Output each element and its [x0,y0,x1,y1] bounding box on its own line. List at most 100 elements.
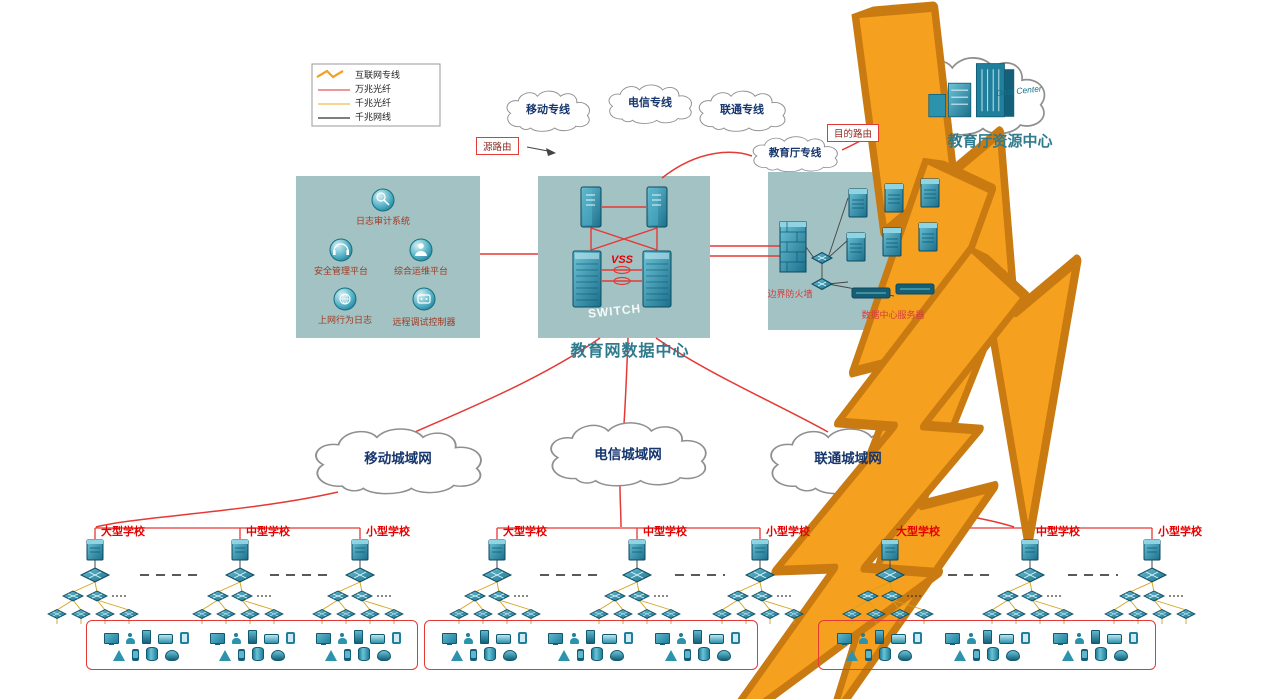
disk-icon [165,649,179,661]
device-cluster [548,629,634,661]
legend-label-1g-fiber: 千兆光纤 [355,98,392,108]
tower-pc-icon [1090,629,1100,644]
dc-server [918,222,938,252]
phone-icon [238,648,245,661]
ops-platform-icon [409,238,433,262]
person-icon [125,632,135,644]
behavior-log-label: 上网行为日志 [317,315,372,325]
legend-label-10g-fiber: 万兆光纤 [355,84,392,94]
dc-server [848,188,868,218]
device-row-bottom [655,646,740,661]
dc-server [920,178,940,208]
school-devices-box-2 [424,620,758,670]
edu-resource-center-caption: 教育厅资源中心 [947,134,1053,150]
vss-label: VSS [610,254,633,266]
school-trees [47,539,1196,625]
school-tree-medium-1 [192,539,284,625]
person-icon [337,632,347,644]
tablet-icon [912,631,922,644]
tablet-icon [179,631,189,644]
device-row-bottom [837,646,922,661]
core-switch-2 [642,250,672,308]
school-tree-large-1 [47,539,139,625]
tower-pc-icon [353,629,363,644]
tablet-icon [1128,631,1138,644]
disk-icon [377,649,391,661]
device-cluster [836,629,922,661]
tower-pc-icon [693,629,703,644]
core-router-2 [646,186,668,228]
printer-icon [890,633,906,644]
printer-icon [602,633,618,644]
device-cluster [209,629,295,661]
device-row-top [1052,629,1138,645]
school-label-large-1: 大型学校 [101,526,145,538]
school-label-medium-1: 中型学校 [246,526,290,538]
disk-icon [716,649,731,661]
monitor-icon [1052,632,1068,645]
school-tree-large-2 [449,539,541,625]
device-row-bottom [442,646,527,661]
phone-icon [344,648,351,661]
monitor-icon [655,632,671,645]
school-tree-small-1 [312,539,404,625]
wifi-icon [1062,649,1074,661]
device-row-top [315,629,401,645]
wifi-icon [325,649,337,661]
person-icon [858,632,868,644]
tablet-icon [1020,631,1030,644]
device-row-bottom [548,646,633,661]
printer-icon [1106,633,1122,644]
printer-icon [709,633,725,644]
storage-icon [987,646,999,661]
school-label-small-2: 小型学校 [766,526,810,538]
cloud-label-telecom-line: 电信专线 [628,97,672,109]
storage-icon [252,646,264,661]
device-row-top [103,629,189,645]
monitor-icon [836,632,852,645]
cloud-label-telecom-man: 电信城域网 [594,447,662,462]
tower-pc-icon [141,629,151,644]
wifi-icon [954,649,966,661]
legend-box [311,63,441,127]
disk-icon [271,649,285,661]
person-icon [966,632,976,644]
device-cluster [655,629,741,661]
device-cluster [1052,629,1138,661]
wifi-icon [846,649,858,661]
core-devices [572,186,672,308]
person-icon [463,632,473,644]
device-row-bottom [104,646,189,661]
storage-icon [879,646,891,661]
dc-server [882,227,902,257]
device-row-top [944,629,1030,645]
tower-pc-icon [874,629,884,644]
tablet-icon [624,631,634,644]
border-firewall [779,221,807,273]
phone-icon [683,648,691,661]
dc-server [846,232,866,262]
school-label-large-3: 大型学校 [896,526,940,538]
wifi-icon [219,649,231,661]
cloud-label-edu-dept-line: 教育厅专线 [768,147,822,159]
security-platform-label: 安全管理平台 [313,266,368,276]
device-row-top [655,629,741,645]
dc-server [884,183,904,213]
vss-link-1 [613,265,631,275]
legend-lightning-icon [316,69,344,79]
tower-pc-icon [479,629,489,644]
device-cluster [944,629,1030,661]
phone-icon [470,648,478,661]
tower-pc-icon [982,629,992,644]
monitor-icon [315,632,331,645]
legend-label-1g-cable: 千兆网线 [355,112,392,122]
phone-icon [576,648,584,661]
cloud-label-mobile-man: 移动城域网 [364,451,432,466]
firewall-label: 边界防火墙 [767,289,813,299]
device-row-bottom [316,646,401,661]
cloud-label-unicom-man: 联通城域网 [814,451,882,466]
server-zone-devices [779,178,940,299]
disk-icon [503,649,518,661]
